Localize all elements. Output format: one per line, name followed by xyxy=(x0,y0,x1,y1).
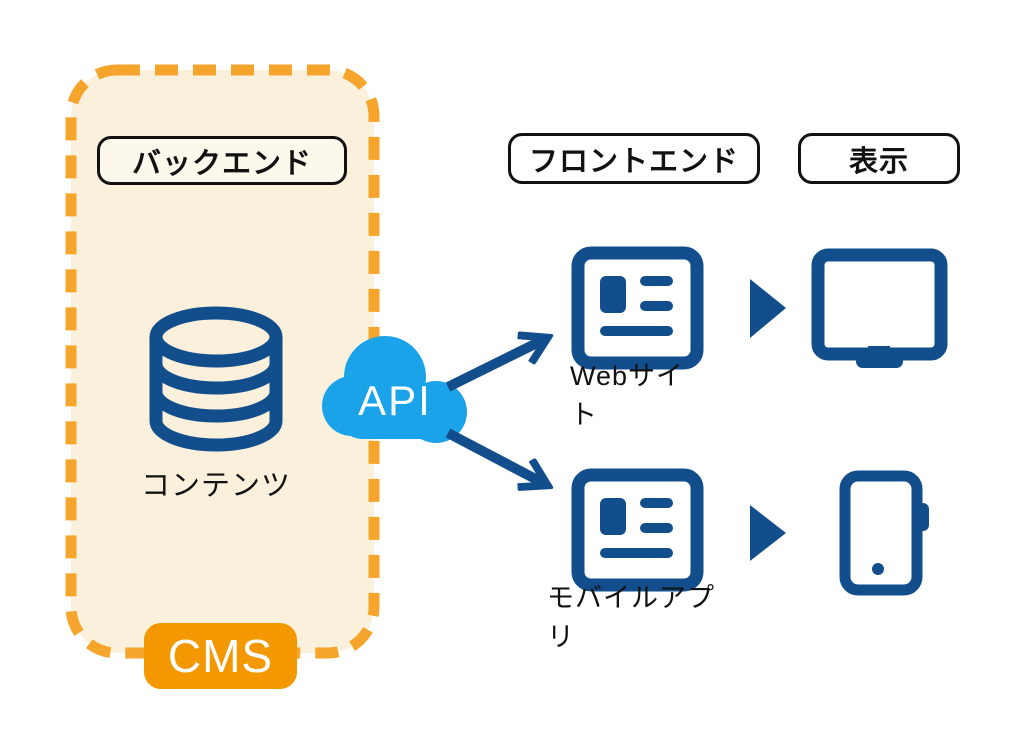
smartphone-icon xyxy=(839,470,929,596)
frontend-label-pill: フロントエンド xyxy=(508,133,760,184)
backend-label-pill: バックエンド xyxy=(97,136,347,185)
frontend-label: フロントエンド xyxy=(528,145,739,178)
cms-badge-label: CMS xyxy=(167,630,274,682)
api-to-website-arrow xyxy=(445,339,545,392)
display-label: 表示 xyxy=(848,145,909,178)
website-caption: Webサイト xyxy=(570,361,685,430)
mobile-app-caption: モバイルアプリ xyxy=(547,583,715,652)
monitor-icon xyxy=(811,248,948,368)
mobile-app-browser-card-icon xyxy=(571,468,704,592)
website-to-display-triangle-icon xyxy=(750,279,786,338)
database-caption: コンテンツ xyxy=(140,470,291,502)
backend-label: バックエンド xyxy=(131,147,312,180)
display-label-pill: 表示 xyxy=(798,133,960,184)
api-to-mobile-arrow xyxy=(445,428,545,484)
database-icon xyxy=(149,306,283,452)
api-label: API xyxy=(358,377,432,424)
mobile-to-display-triangle-icon xyxy=(750,505,786,561)
api-cloud-icon xyxy=(322,336,467,443)
website-browser-card-icon xyxy=(571,246,704,370)
cms-badge: CMS xyxy=(144,623,297,689)
